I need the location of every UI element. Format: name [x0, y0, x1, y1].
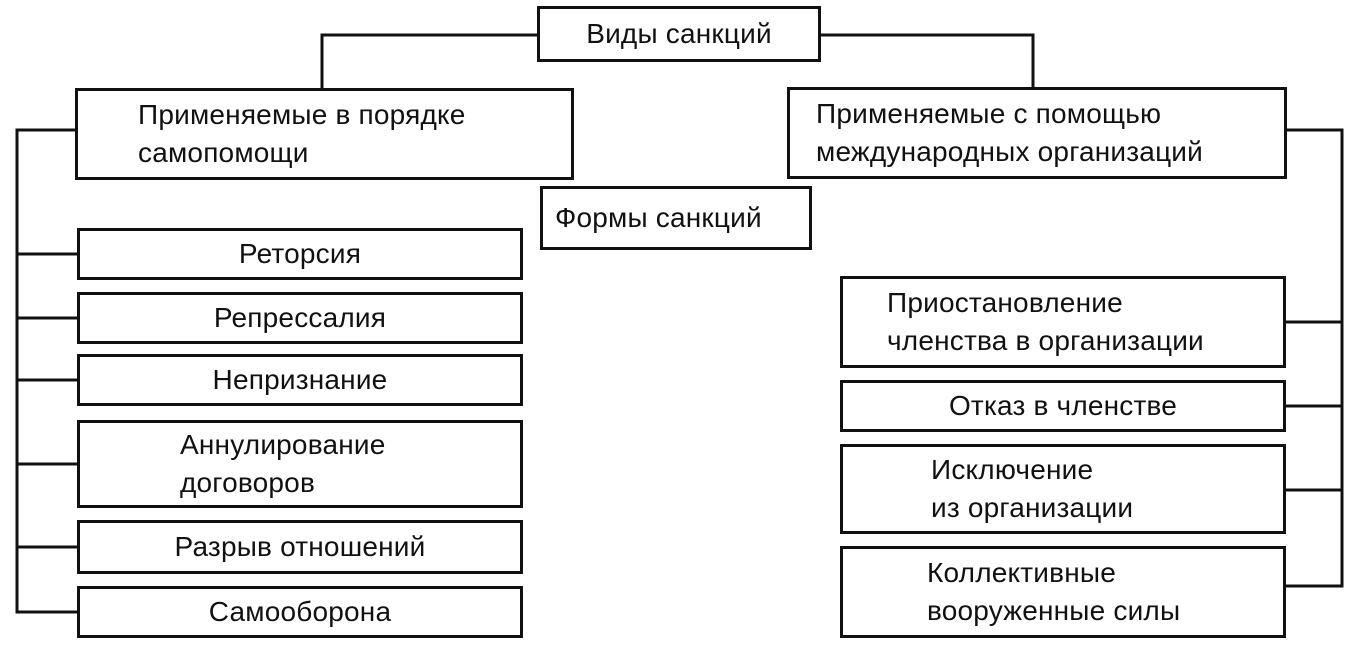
right-item-label: Отказ в членстве	[948, 390, 1178, 421]
left-item-treaty-annulment: Аннулирование договоров	[77, 420, 523, 508]
right-item-expulsion: Исключение из организации	[840, 444, 1286, 534]
connector-root-right	[819, 33, 1035, 89]
left-item-label: Репрессалия	[213, 302, 387, 333]
forms-label-box: Формы санкций	[540, 186, 812, 250]
left-item-non-recognition: Непризнание	[77, 354, 523, 406]
right-item-label-line-1: Приостановление	[887, 287, 1123, 318]
left-item-severance: Разрыв отношений	[77, 520, 523, 574]
right-item-collective-forces: Коллективные вооруженные силы	[840, 546, 1286, 638]
left-item-label: Самооборона	[208, 596, 392, 627]
right-item-label-line-2: из организации	[931, 492, 1134, 523]
left-item-reprisal: Репрессалия	[77, 292, 523, 344]
category-self-help-line-2: самопомощи	[138, 137, 309, 168]
left-item-label: Непризнание	[212, 364, 388, 395]
right-item-label-line-2: вооруженные силы	[927, 595, 1181, 626]
right-item-membership-refusal: Отказ в членстве	[840, 380, 1286, 432]
connector-root-left	[320, 33, 539, 90]
right-item-label-line-1: Коллективные	[927, 557, 1116, 588]
category-international-organizations: Применяемые с помощью международных орга…	[787, 87, 1287, 179]
left-item-label: Разрыв отношений	[174, 531, 426, 562]
root-label: Виды санкций	[586, 18, 772, 49]
left-item-label-line-2: договоров	[180, 467, 316, 498]
category-self-help: Применяемые в порядке самопомощи	[75, 88, 574, 180]
left-item-retorsion: Реторсия	[77, 228, 523, 280]
category-self-help-line-1: Применяемые в порядке	[138, 99, 466, 130]
right-item-label-line-2: членства в организации	[887, 325, 1204, 356]
left-item-label: Реторсия	[238, 238, 362, 269]
root-node: Виды санкций	[537, 6, 821, 62]
category-intl-line-1: Применяемые с помощью	[816, 98, 1162, 129]
category-intl-line-2: международных организаций	[816, 136, 1203, 167]
right-item-suspension: Приостановление членства в организации	[840, 276, 1286, 368]
connector-right-spine	[1285, 128, 1344, 588]
left-item-self-defense: Самооборона	[77, 586, 523, 638]
left-item-label-line-1: Аннулирование	[180, 429, 386, 460]
connector-left-spine	[15, 128, 77, 614]
right-item-label-line-1: Исключение	[931, 454, 1094, 485]
forms-label: Формы санкций	[555, 202, 762, 233]
